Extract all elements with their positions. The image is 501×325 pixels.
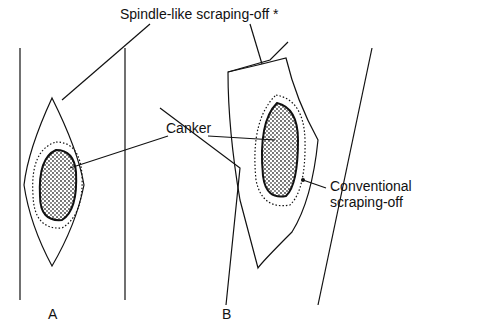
canker-blob xyxy=(40,150,76,220)
conventional-outline xyxy=(33,142,82,228)
branch-edge xyxy=(228,42,288,72)
callout-label: Conventional scraping-off xyxy=(330,178,430,210)
leader-line xyxy=(62,24,150,100)
callout-label: Canker xyxy=(166,120,211,136)
spindle-outline xyxy=(24,98,84,266)
trunk-edge xyxy=(19,48,20,300)
canker-blob xyxy=(262,103,298,197)
trunk-edge xyxy=(318,48,372,305)
leader-line xyxy=(70,136,168,168)
callout-label: Spindle-like scraping-off * xyxy=(120,6,279,22)
leader-line xyxy=(208,136,275,140)
panel-letter: A xyxy=(48,306,57,322)
trunk-edge xyxy=(124,48,125,300)
leader-dot xyxy=(301,178,305,182)
leader-line xyxy=(250,24,262,64)
leader-line xyxy=(303,180,326,188)
panel-letter: B xyxy=(222,306,231,322)
spindle-outline xyxy=(228,58,318,268)
conventional-outline xyxy=(255,95,305,206)
